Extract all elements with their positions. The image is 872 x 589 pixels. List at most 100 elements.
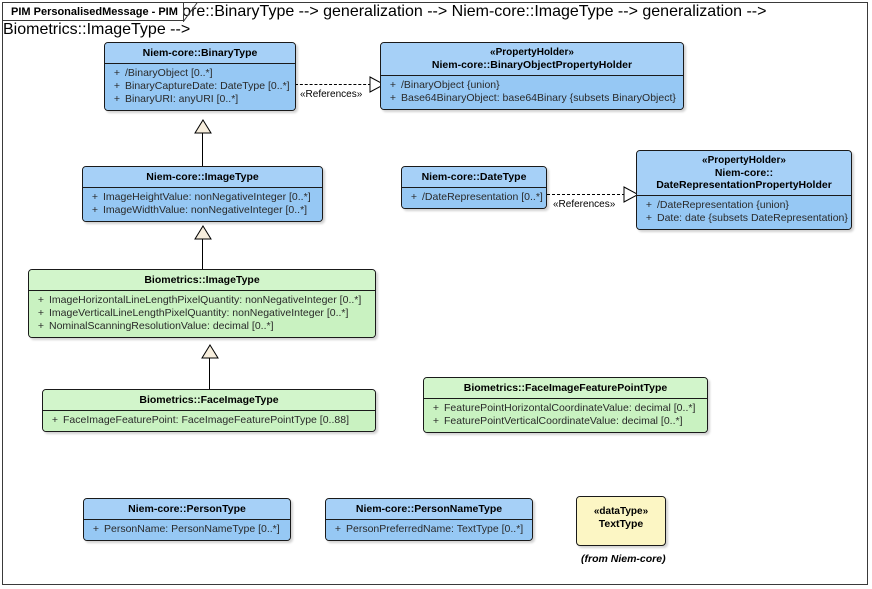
visibility-marker: + bbox=[389, 92, 397, 104]
attribute-row: + BinaryCaptureDate: DateType [0..*] bbox=[109, 80, 291, 93]
attribute-row: + Date: date {subsets DateRepresentation} bbox=[641, 212, 848, 225]
visibility-marker: + bbox=[91, 204, 99, 216]
class-node-attributes: + /BinaryObject {union} + Base64BinaryObje… bbox=[381, 76, 683, 109]
class-node-faceimagefeaturepointtype[interactable]: Biometrics::FaceImageFeaturePointType +F… bbox=[423, 377, 708, 433]
class-node-header: Niem-core::BinaryType bbox=[105, 43, 295, 64]
class-name: Biometrics::FaceImageType bbox=[139, 394, 279, 406]
attribute-row: + NominalScanningResolutionValue: decimal… bbox=[33, 320, 371, 333]
visibility-marker: + bbox=[37, 307, 45, 319]
attribute-text: NominalScanningResolutionValue: decimal … bbox=[49, 320, 274, 332]
class-node-datetype[interactable]: Niem-core::DateType +/DateRepresentation… bbox=[401, 166, 547, 209]
visibility-marker: + bbox=[389, 79, 397, 91]
class-node-texttype[interactable]: «dataType» TextType bbox=[576, 496, 666, 546]
attribute-text: BinaryURI: anyURI [0..*] bbox=[125, 93, 239, 105]
visibility-marker: + bbox=[410, 191, 418, 203]
class-name: Niem-core::PersonNameType bbox=[355, 503, 503, 515]
attribute-text: FeaturePointVerticalCoordinateValue: dec… bbox=[444, 415, 683, 427]
class-node-attributes: + /BinaryObject [0..*] + BinaryCaptureDate… bbox=[105, 64, 295, 110]
visibility-marker: + bbox=[432, 415, 440, 427]
attribute-text: FaceImageFeaturePoint: FaceImageFeatureP… bbox=[63, 414, 349, 426]
connector-label-references-2: «References» bbox=[553, 199, 616, 210]
class-node-personnametype[interactable]: Niem-core::PersonNameType + PersonPreferr… bbox=[325, 498, 533, 541]
connector-label-references-1: «References» bbox=[300, 89, 363, 100]
attribute-text: ImageHeightValue: nonNegativeInteger [0.… bbox=[103, 191, 311, 203]
attribute-row: + PersonPreferredName: TextType [0..*] bbox=[330, 523, 528, 536]
visibility-marker: + bbox=[432, 402, 440, 414]
attribute-row: +/DateRepresentation [0..*] bbox=[406, 191, 543, 204]
attribute-text: /DateRepresentation {union} bbox=[657, 199, 789, 211]
class-node-header: Biometrics::FaceImageType bbox=[43, 390, 375, 411]
class-node-header: Biometrics::FaceImageFeaturePointType bbox=[424, 378, 707, 399]
class-name: Niem-core::PersonType bbox=[128, 503, 246, 515]
attribute-text: ImageVerticalLineLengthPixelQuantity: no… bbox=[49, 307, 349, 319]
attribute-text: /BinaryObject [0..*] bbox=[125, 67, 213, 79]
class-node-faceimagetype[interactable]: Biometrics::FaceImageType +FaceImageFeat… bbox=[42, 389, 376, 432]
class-node-header: Niem-core::ImageType bbox=[83, 167, 322, 188]
attribute-row: + /DateRepresentation {union} bbox=[641, 199, 847, 212]
class-node-header: «dataType» TextType bbox=[577, 497, 665, 534]
class-node-biometrics-imagetype[interactable]: Biometrics::ImageType + ImageHorizontalLi… bbox=[28, 269, 376, 338]
class-node-attributes: + ImageHorizontalLineLengthPixelQuantity:… bbox=[29, 291, 375, 337]
generalization-arrowhead-icon-1 bbox=[194, 119, 212, 134]
connector-niemimagetype-to-binarytype bbox=[202, 132, 203, 168]
attribute-row: + /BinaryObject [0..*] bbox=[109, 67, 291, 80]
class-node-header: Niem-core::PersonNameType bbox=[326, 499, 532, 520]
class-stereotype: «dataType» bbox=[593, 506, 649, 517]
class-name: TextType bbox=[598, 518, 644, 530]
attribute-text: PersonName: PersonNameType [0..*] bbox=[104, 523, 280, 535]
attribute-row: + /BinaryObject {union} bbox=[385, 79, 679, 92]
page-title: PIM PersonalisedMessage - PIM bbox=[11, 6, 178, 18]
visibility-marker: + bbox=[645, 212, 653, 224]
attribute-row: + Base64BinaryObject: base64Binary {subse… bbox=[385, 92, 679, 105]
generalization-arrowhead-icon-3 bbox=[201, 344, 219, 359]
attribute-row: + ImageWidthValue: nonNegativeInteger [0.… bbox=[87, 204, 318, 217]
attribute-row: +BinaryURI: anyURI [0..*] bbox=[109, 93, 291, 106]
visibility-marker: + bbox=[113, 67, 121, 79]
visibility-marker: + bbox=[113, 80, 121, 92]
connector-binarytype-references bbox=[295, 84, 371, 85]
class-node-attributes: + PersonName: PersonNameType [0..*] bbox=[84, 520, 290, 540]
connector-faceimagetype-to-biometricsimagetype bbox=[209, 358, 210, 390]
class-node-niem-core-imagetype[interactable]: Niem-core::ImageType + ImageHeightValue: … bbox=[82, 166, 323, 222]
class-name: Niem-core::ImageType bbox=[146, 171, 259, 183]
class-name: Niem-core::DateType bbox=[421, 171, 527, 183]
diagram-tab-corner-icon bbox=[182, 3, 198, 22]
class-node-persontype[interactable]: Niem-core::PersonType + PersonName: Perso… bbox=[83, 498, 291, 541]
attribute-text: BinaryCaptureDate: DateType [0..*] bbox=[125, 80, 290, 92]
class-stereotype: «PropertyHolder» bbox=[702, 155, 786, 166]
visibility-marker: + bbox=[334, 523, 342, 535]
class-node-attributes: + ImageHeightValue: nonNegativeInteger [0… bbox=[83, 188, 322, 221]
attribute-text: Date: date {subsets DateRepresentation} bbox=[657, 212, 848, 224]
class-node-binaryobjectpropertyholder[interactable]: «PropertyHolder» Niem-core::BinaryObject… bbox=[380, 42, 684, 110]
attribute-text: FeaturePointHorizontalCoordinateValue: d… bbox=[444, 402, 696, 414]
attribute-row: +ImageHeightValue: nonNegativeInteger [0… bbox=[87, 191, 318, 204]
attribute-text: ImageHorizontalLineLengthPixelQuantity: … bbox=[49, 294, 362, 306]
diagram-title-tab: PIM PersonalisedMessage - PIM bbox=[3, 3, 184, 21]
class-node-header: Niem-core::PersonType bbox=[84, 499, 290, 520]
class-node-attributes: + FeaturePointHorizontalCoordinateValue: … bbox=[424, 399, 707, 432]
attribute-text: PersonPreferredName: TextType [0..*] bbox=[346, 523, 524, 535]
class-node-attributes: +/DateRepresentation [0..*] bbox=[402, 188, 546, 208]
class-name-line2: DateRepresentationPropertyHolder bbox=[656, 179, 832, 191]
class-node-attributes: + PersonPreferredName: TextType [0..*] bbox=[326, 520, 532, 540]
visibility-marker: + bbox=[37, 294, 45, 306]
class-node-binarytype[interactable]: Niem-core::BinaryType + /BinaryObject [0.… bbox=[104, 42, 296, 111]
attribute-text: Base64BinaryObject: base64Binary {subset… bbox=[401, 92, 676, 104]
class-node-daterepresentationpropertyholder[interactable]: «PropertyHolder» Niem-core:: DateReprese… bbox=[636, 150, 852, 230]
class-node-attributes: +FaceImageFeaturePoint: FaceImageFeature… bbox=[43, 411, 375, 431]
visibility-marker: + bbox=[37, 320, 45, 332]
attribute-row: + FeaturePointHorizontalCoordinateValue: … bbox=[428, 402, 703, 415]
attribute-text: ImageWidthValue: nonNegativeInteger [0..… bbox=[103, 204, 308, 216]
connector-datetype-references bbox=[547, 194, 625, 195]
class-stereotype: «PropertyHolder» bbox=[490, 47, 574, 58]
visibility-marker: + bbox=[92, 523, 100, 535]
visibility-marker: + bbox=[645, 199, 653, 211]
attribute-text: /BinaryObject {union} bbox=[401, 79, 500, 91]
class-name: Niem-core:: bbox=[714, 167, 774, 179]
class-node-header: Niem-core::DateType bbox=[402, 167, 546, 188]
class-node-header: «PropertyHolder» Niem-core::BinaryObject… bbox=[381, 43, 683, 76]
attribute-row: + ImageHorizontalLineLengthPixelQuantity:… bbox=[33, 294, 371, 307]
class-node-header: Biometrics::ImageType bbox=[29, 270, 375, 291]
